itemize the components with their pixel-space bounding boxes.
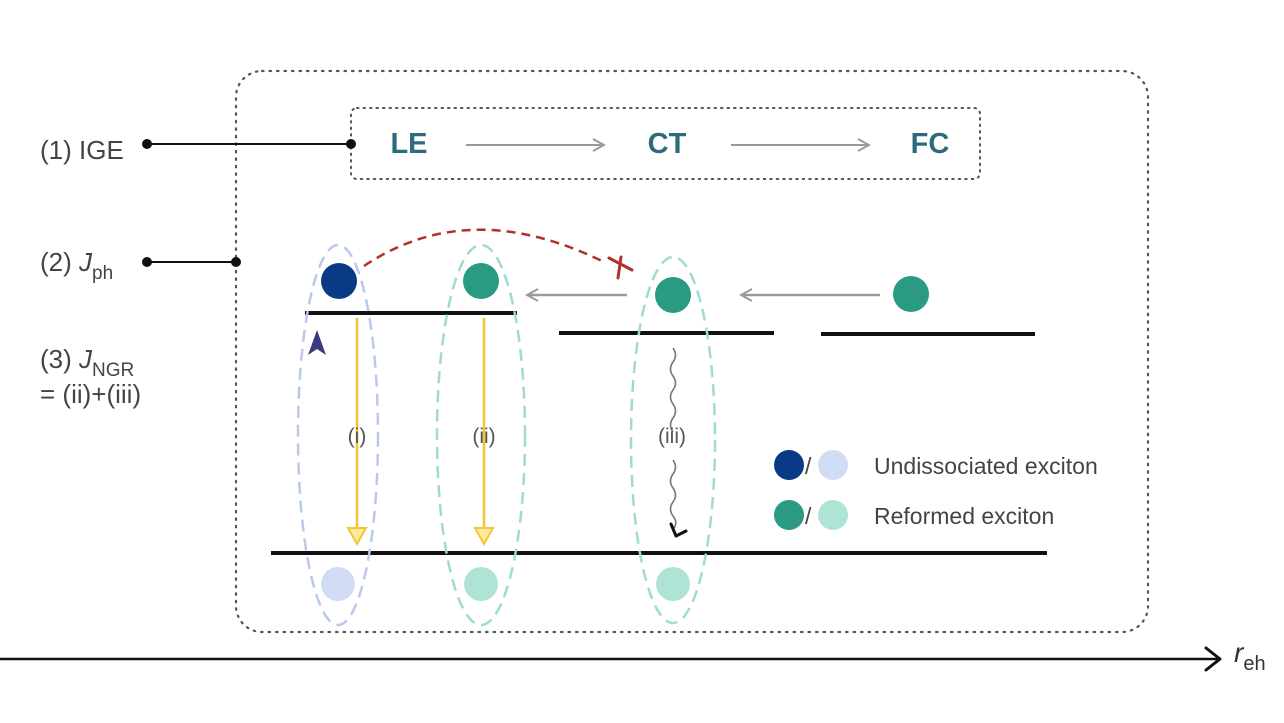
path-i-ellipse [296,243,380,627]
ct-reformed-exciton [655,277,691,313]
le-reformed-exciton [463,263,499,299]
ground-reformed-exciton-ii [464,567,498,601]
outer-dotted-frame [234,69,1150,634]
ige-label: (1) IGE [40,135,124,165]
path-i-label: (i) [348,425,367,448]
le-undissociated-exciton [321,263,357,299]
radiative-arrowhead-i-icon [346,527,368,547]
reh-axis-r: r [1234,637,1245,668]
reh-axis-sub: eh [1243,653,1265,675]
absorption-arrowhead-icon [308,330,326,355]
legend-reformed-dark-swatch [774,500,804,530]
jph-prefix: (2) [40,247,79,277]
jph-connector-end-dot [231,257,241,267]
le-label: LE [390,128,427,160]
jph-j: J [78,247,93,277]
jngr-j: J [78,344,93,374]
nonradiative-wavy-arrow-iii [669,347,677,529]
ground-reformed-exciton-iii [656,567,690,601]
nonradiative-arrowhead-iii-icon [669,522,688,538]
ige-connector-end-dot [346,139,356,149]
process-box [350,107,981,180]
jngr-prefix: (3) [40,344,79,374]
ige-connector [142,139,356,149]
ground-undissociated-exciton [321,567,355,601]
jngr-label: (3) JNGR [40,344,134,381]
path-iii-ellipse [629,255,717,625]
legend-undissociated-dark-swatch [774,450,804,480]
jph-connector-start-dot [142,257,152,267]
legend-reformed-label: Reformed exciton [874,503,1054,529]
legend-undissociated-light-swatch [818,450,848,480]
reh-axis-arrowhead-icon [1204,646,1222,672]
legend-undissociated-label: Undissociated exciton [874,453,1098,479]
jngr-sub: NGR [92,360,134,381]
legend-slash-1: / [805,453,812,479]
ct-label: CT [648,128,687,160]
reh-axis-label: reh [1234,637,1266,675]
path-ii-label: (ii) [472,425,495,448]
jph-sub: ph [92,263,113,284]
path-iii-label: (iii) [658,425,686,448]
radiative-arrowhead-ii-icon [473,527,495,547]
legend-slash-2: / [805,503,812,529]
jngr-equation: = (ii)+(iii) [40,379,141,409]
ige-connector-start-dot [142,139,152,149]
blocked-transfer-cross-icon [607,255,634,280]
legend: / Undissociated exciton / Reformed excit… [774,450,1098,530]
blocked-transfer-arrow [363,228,607,268]
fc-label: FC [911,128,950,160]
legend-reformed-light-swatch [818,500,848,530]
fc-reformed-exciton [893,276,929,312]
path-ii-ellipse [435,243,527,627]
jph-connector [142,257,241,267]
jph-label: (2) Jph [40,247,113,284]
